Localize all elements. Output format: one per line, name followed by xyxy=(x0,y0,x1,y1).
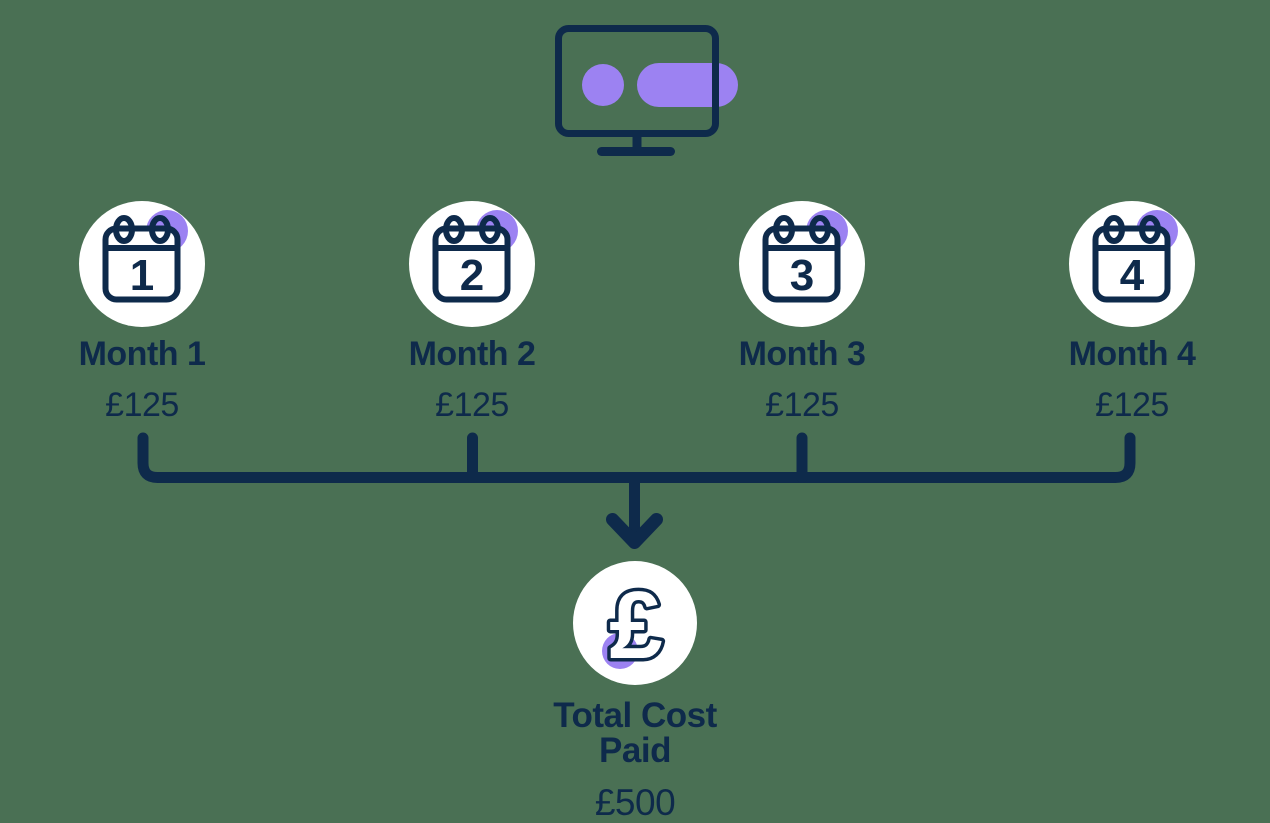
connector-lines xyxy=(137,432,1136,549)
stand-base xyxy=(597,147,675,156)
stand-stem xyxy=(632,132,642,150)
arrow-down-icon xyxy=(606,513,663,549)
pound-symbol: £ xyxy=(609,572,662,679)
play-dot-shape xyxy=(582,64,624,106)
month-label: Month 1 xyxy=(78,335,206,373)
calendar-icon: 2 xyxy=(409,201,535,327)
tv-icon xyxy=(527,20,747,160)
month-amount: £125 xyxy=(1095,386,1169,424)
bracket-path xyxy=(137,432,1136,483)
total-label: Total Cost Paid xyxy=(553,696,717,770)
month-label: Month 4 xyxy=(1068,335,1196,373)
calendar-ring-right xyxy=(1139,215,1161,244)
tv-monitor-icon xyxy=(555,25,738,156)
calendar-icon: 4 xyxy=(1069,201,1195,327)
bracket-arrow-graphic xyxy=(137,432,1136,549)
month-node-1: 1 Month 1 £125 xyxy=(22,201,262,422)
calendar-day-number: 2 xyxy=(460,251,484,300)
calendar-ring-right xyxy=(809,215,831,244)
calendar-ring-left xyxy=(1103,215,1125,244)
month-node-2: 2 Month 2 £125 xyxy=(352,201,592,422)
calendar-day-number: 4 xyxy=(1120,251,1145,300)
month-amount: £125 xyxy=(435,386,509,424)
calendar-icon: 1 xyxy=(79,201,205,327)
calendar-ring-right xyxy=(479,215,501,244)
purple-accent-dot xyxy=(602,633,638,669)
calendar-day-number: 3 xyxy=(790,251,814,300)
month-node-3: 3 Month 3 £125 xyxy=(682,201,922,422)
calendar-icon: 3 xyxy=(739,201,865,327)
month-amount: £125 xyxy=(105,386,179,424)
pound-sterling-icon: £ xyxy=(573,561,697,685)
calendar-ring-left xyxy=(113,215,135,244)
month-label: Month 2 xyxy=(408,335,536,373)
calendar-ring-left xyxy=(773,215,795,244)
calendar-ring-left xyxy=(443,215,465,244)
total-amount: £500 xyxy=(594,782,676,823)
calendar-ring-right xyxy=(149,215,171,244)
month-node-4: 4 Month 4 £125 xyxy=(1012,201,1252,422)
month-amount: £125 xyxy=(765,386,839,424)
payment-schedule-diagram: { "colors": { "navy": "#0E2A4B", "purple… xyxy=(22,20,1252,821)
calendar-day-number: 1 xyxy=(130,251,154,300)
month-label: Month 3 xyxy=(738,335,866,373)
bracket-stubs xyxy=(467,432,808,483)
total-node: £ Total Cost Paid £500 xyxy=(515,558,755,821)
